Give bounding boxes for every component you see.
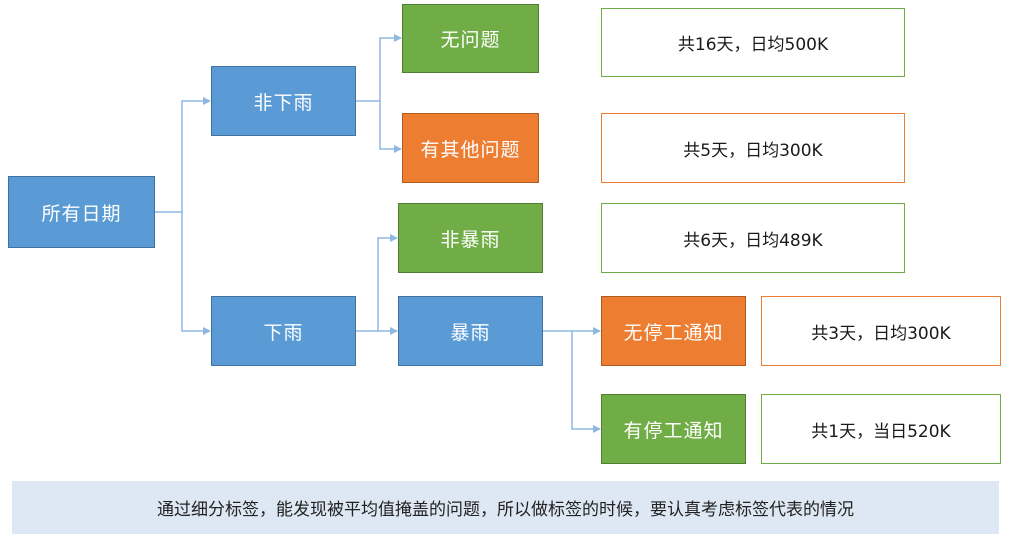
note-no-stop-notice: 共3天，日均300K: [761, 296, 1001, 366]
node-other-problem: 有其他问题: [402, 113, 539, 183]
node-stop-notice: 有停工通知: [601, 394, 746, 464]
note-no-problem: 共16天，日均500K: [601, 8, 905, 77]
node-no-stop-notice: 无停工通知: [601, 296, 746, 366]
node-rainstorm: 暴雨: [398, 296, 543, 366]
note-stop-notice: 共1天，当日520K: [761, 394, 1001, 464]
node-no-problem: 无问题: [402, 4, 539, 73]
link-rain-to-non-rainstorm: [356, 234, 398, 332]
link-all-to-rain: [181, 212, 211, 335]
node-no-rain: 非下雨: [211, 66, 356, 136]
node-non-rainstorm: 非暴雨: [398, 203, 543, 273]
link-no-rain-to-no-problem: [356, 34, 402, 102]
link-all-to-no-rain: [155, 97, 211, 213]
note-non-rainstorm: 共6天，日均489K: [601, 203, 905, 273]
link-no-rain-to-other-problem: [379, 101, 402, 153]
link-rainstorm-to-stop: [571, 331, 601, 433]
node-rain: 下雨: [211, 296, 356, 366]
footer-caption: 通过细分标签，能发现被平均值掩盖的问题，所以做标签的时候，要认真考虑标签代表的情…: [12, 481, 999, 534]
note-other-problem: 共5天，日均300K: [601, 113, 905, 183]
node-all-dates: 所有日期: [8, 176, 155, 248]
